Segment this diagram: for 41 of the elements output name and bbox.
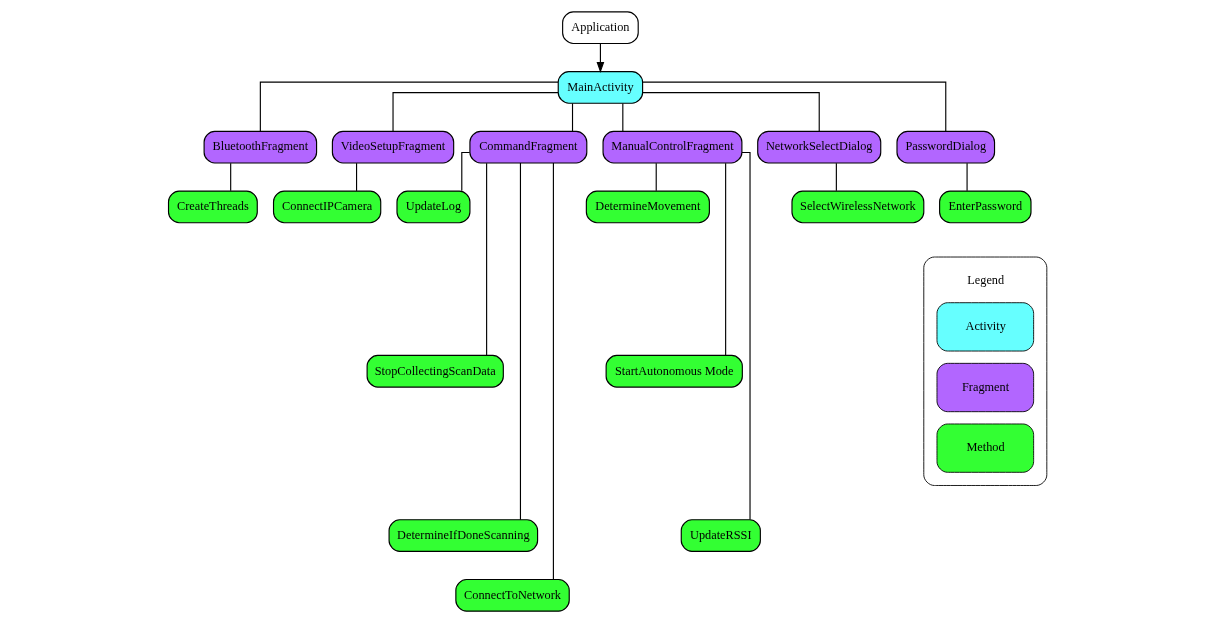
node-box: VideoSetupFragment [331, 130, 455, 164]
connector [571, 102, 574, 132]
node-box: BluetoothFragment [203, 130, 318, 164]
node-box: EnterPassword [939, 190, 1032, 224]
connector [966, 162, 968, 192]
connector [486, 162, 488, 356]
node-box: ConnectToNetwork [455, 578, 570, 612]
connector [622, 102, 624, 132]
connector [642, 81, 947, 132]
node-box: CommandFragment [469, 130, 588, 164]
node-box: StopCollectingScanData [366, 354, 504, 388]
connector [519, 162, 522, 521]
legend-label: Method [966, 440, 1005, 455]
node-box: PasswordDialog [896, 130, 996, 164]
connector [259, 81, 559, 132]
connector [741, 151, 751, 521]
connector [655, 162, 657, 192]
node-box: ManualControlFragment [602, 130, 743, 164]
connector [392, 92, 559, 132]
label: Legend [967, 272, 1005, 287]
connector [552, 162, 554, 580]
node-box: Application [562, 11, 639, 45]
connector [461, 151, 471, 192]
node-box: UpdateLog [396, 190, 471, 224]
connector [725, 162, 727, 356]
node-box: CreateThreads [167, 190, 258, 224]
node-box: MainActivity [557, 71, 644, 104]
legend-label: Fragment [962, 379, 1010, 394]
connector [356, 162, 358, 192]
connector [642, 92, 820, 132]
node-box: ConnectIPCamera [272, 190, 382, 224]
node-box: NetworkSelectDialog [757, 130, 882, 164]
legend-label: Activity [965, 319, 1006, 334]
connector [835, 162, 837, 192]
node-box: SelectWirelessNetwork [791, 190, 925, 224]
node-box: UpdateRSSI [680, 519, 761, 552]
node-box: DetermineIfDoneScanning [388, 519, 539, 552]
node-box: DetermineMovement [585, 190, 710, 224]
node-box: StartAutonomous Mode [605, 354, 743, 388]
arrow [596, 43, 605, 74]
connector [230, 162, 232, 192]
